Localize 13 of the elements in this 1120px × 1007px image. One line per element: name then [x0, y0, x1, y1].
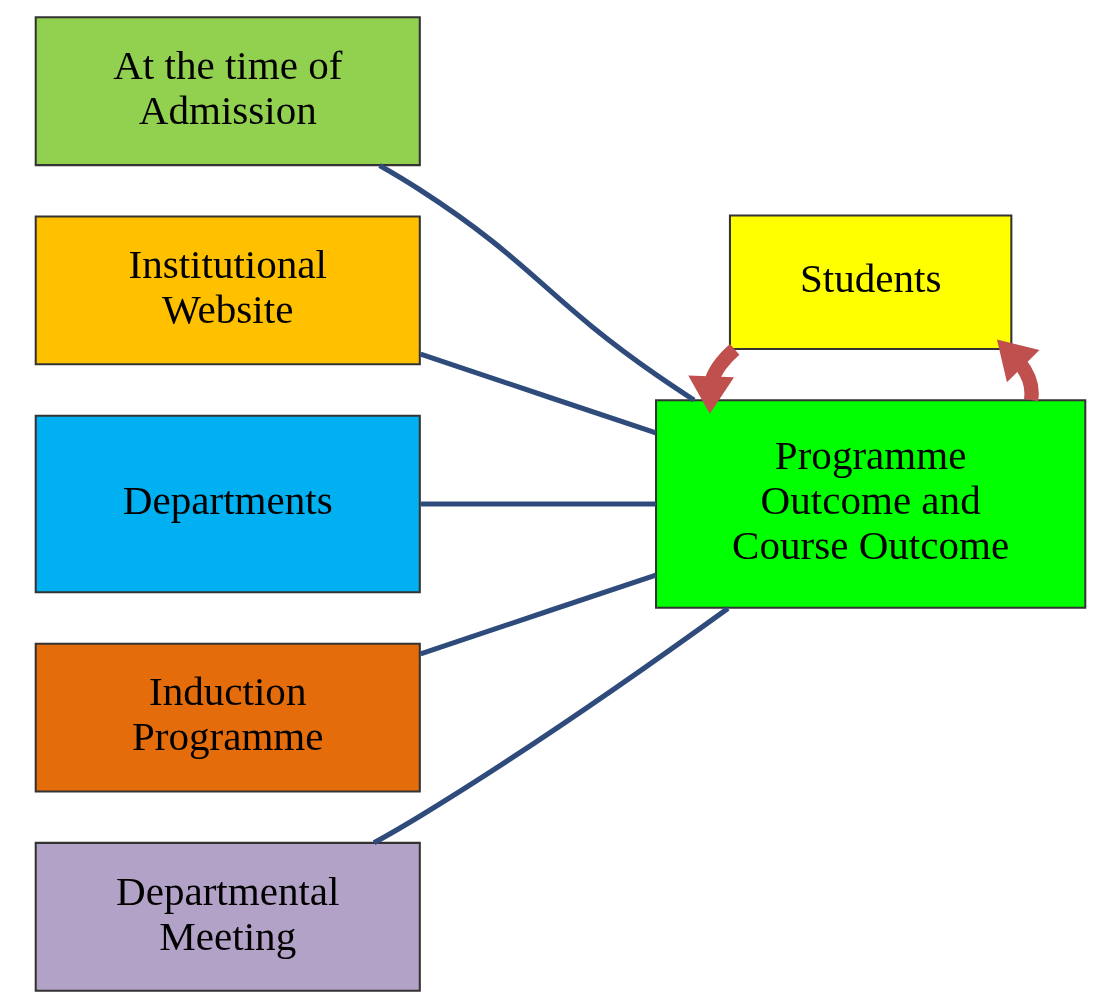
connector — [419, 572, 657, 656]
connector — [377, 162, 695, 402]
node-box: At the time of Admission — [34, 15, 421, 166]
connector — [372, 605, 729, 845]
node-box: Induction Programme — [34, 642, 421, 793]
node-box: Programme Outcome and Course Outcome — [654, 398, 1086, 609]
connector — [420, 500, 656, 507]
node-box: Departments — [34, 414, 421, 593]
node-box: Students — [728, 213, 1012, 350]
node-box: Institutional Website — [34, 214, 421, 365]
connector — [419, 351, 657, 435]
arrow — [687, 343, 739, 414]
node-box: Departmental Meeting — [34, 841, 421, 992]
